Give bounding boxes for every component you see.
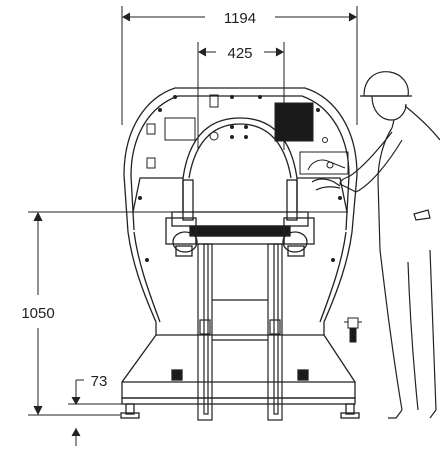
dimension-overall-width <box>121 6 358 125</box>
pneumatic-unit <box>344 317 362 343</box>
lift-columns <box>197 243 283 421</box>
dimension-base-clearance <box>68 379 122 446</box>
frame-details <box>138 94 349 262</box>
machine-base <box>120 334 360 419</box>
overall-width-label: 1194 <box>224 10 256 27</box>
inner-width-label: 425 <box>227 45 252 62</box>
machine-frame <box>123 87 358 335</box>
work-table <box>132 177 348 257</box>
operator-figure <box>311 71 440 419</box>
working-height-label: 1050 <box>21 305 54 322</box>
base-clearance-label: 73 <box>91 373 108 390</box>
